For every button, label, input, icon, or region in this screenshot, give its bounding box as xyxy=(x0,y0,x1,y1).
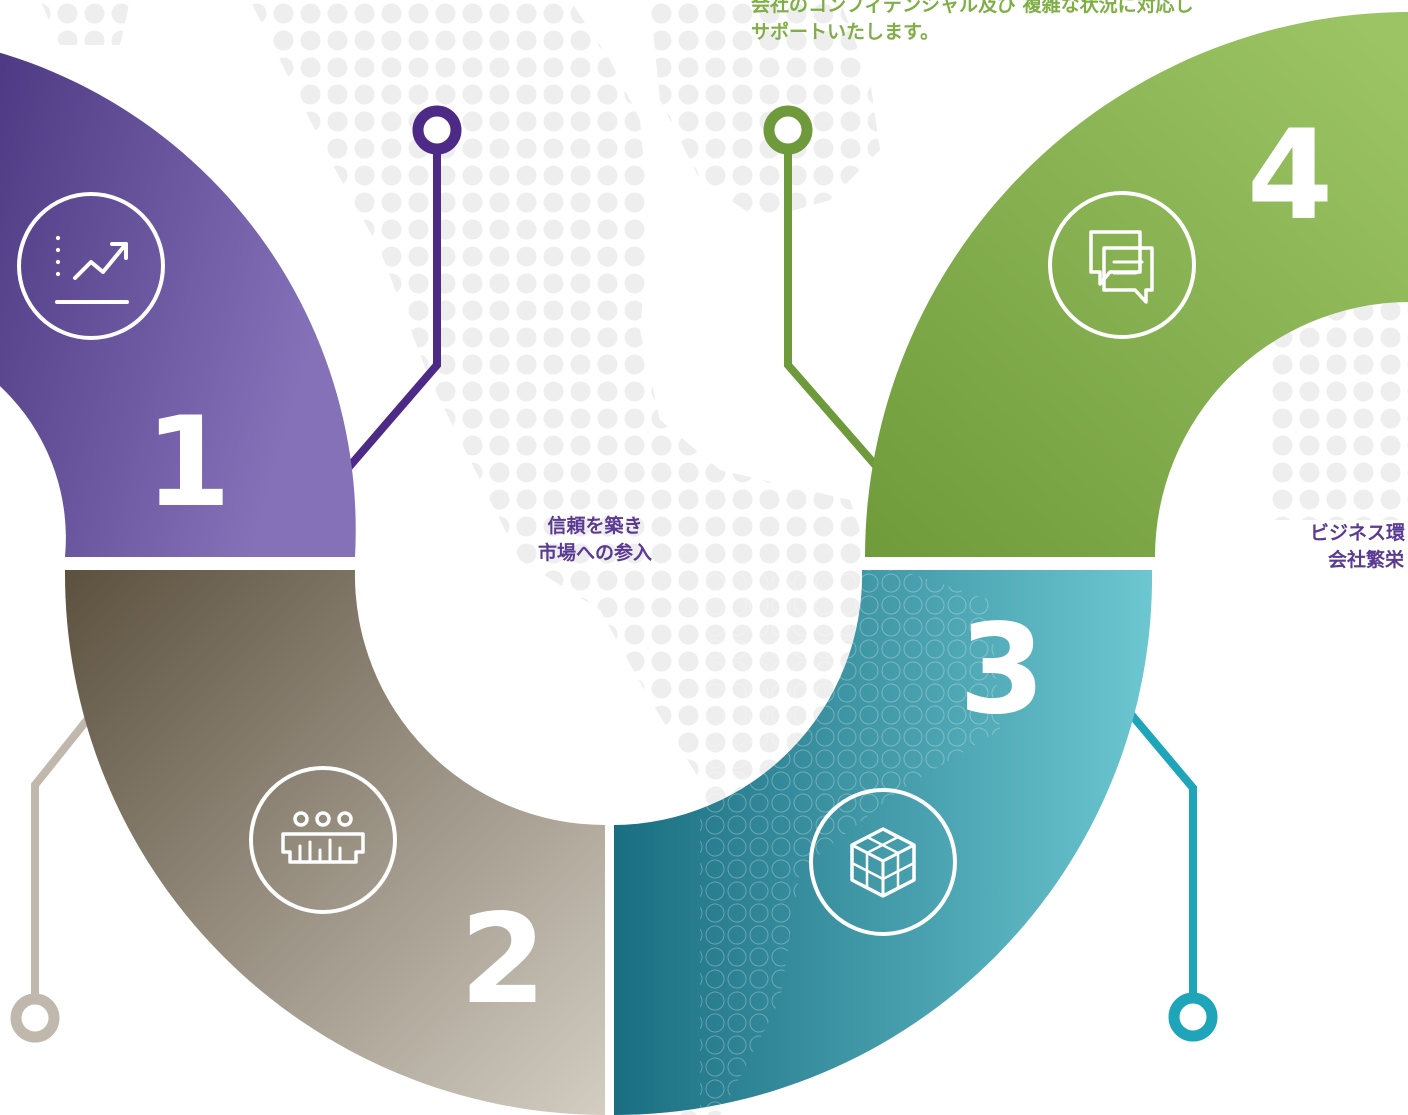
step-number-1: 1 xyxy=(145,391,231,535)
segment-1 xyxy=(0,52,356,557)
chat-bubbles-icon xyxy=(1048,191,1196,339)
caption-top-line: 会社のコンフィデンシャル及び 複雑な状況に対応し xyxy=(751,0,1194,16)
step-number-4: 4 xyxy=(1247,104,1333,248)
people-chart-icon xyxy=(249,766,397,914)
segment-4 xyxy=(865,12,1408,557)
caption-center-line: 信頼を築き xyxy=(547,515,643,537)
caption-right: ビジネス環 会社繁栄 xyxy=(1310,520,1405,574)
caption-right-line: ビジネス環 xyxy=(1310,522,1406,544)
caption-center-line: 市場への参入 xyxy=(537,542,652,564)
cube-icon xyxy=(809,788,957,936)
caption-right-line: 会社繁栄 xyxy=(1328,549,1405,571)
caption-top: 会社のコンフィデンシャル及び 複雑な状況に対応し サポートいたします。 xyxy=(751,0,1194,46)
step-number-2: 2 xyxy=(460,888,546,1032)
step-number-3: 3 xyxy=(959,598,1045,742)
growth-chart-icon xyxy=(17,192,165,340)
caption-center: 信頼を築き 市場への参入 xyxy=(505,513,685,567)
caption-top-line: サポートいたします。 xyxy=(751,21,940,43)
segment-2 xyxy=(64,570,605,1115)
